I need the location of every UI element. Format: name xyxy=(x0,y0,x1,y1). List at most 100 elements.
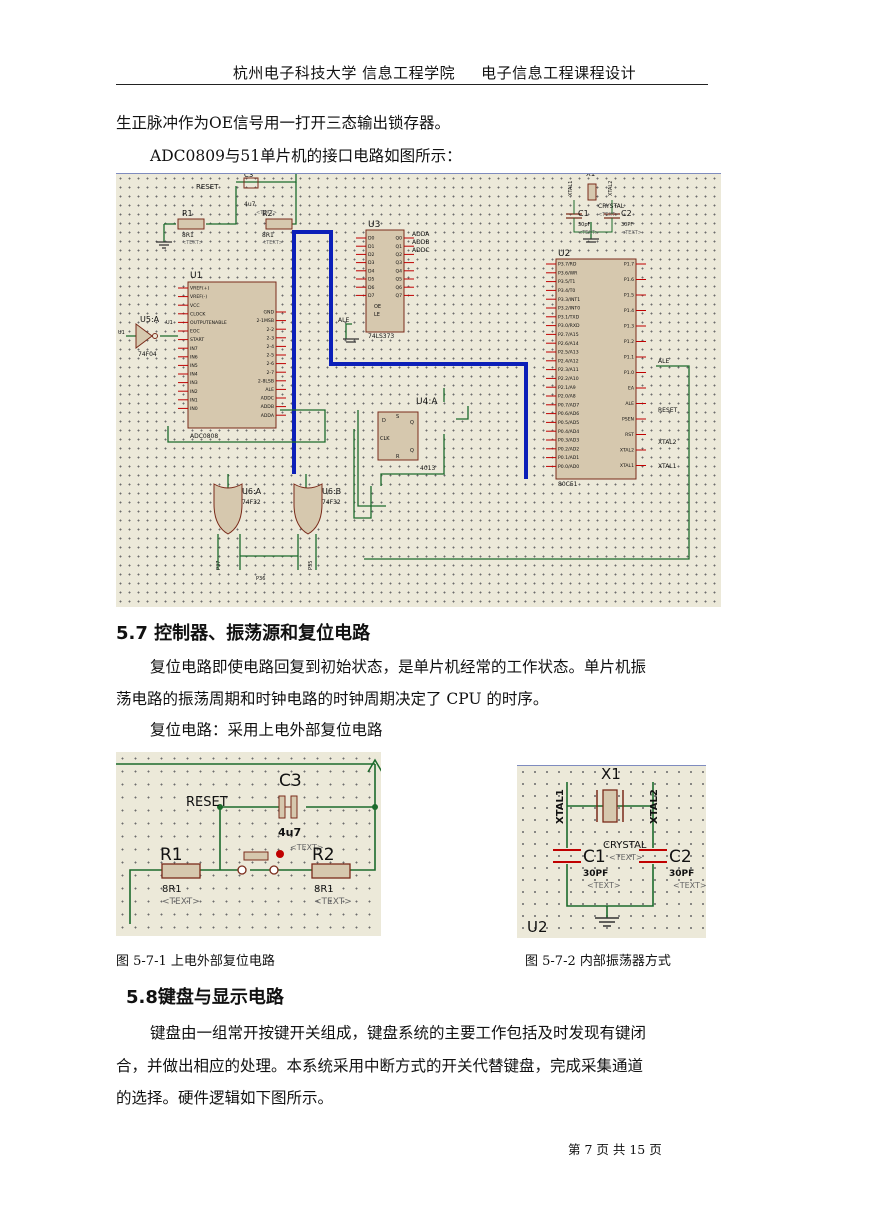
c2-small-value: 30PF xyxy=(621,222,633,228)
u4-pin-r: R xyxy=(396,454,400,460)
u4-part: 4013 xyxy=(420,465,435,472)
u2-ale-net: ALE xyxy=(658,358,669,365)
u6b-ref: U6:B xyxy=(322,487,341,496)
u1-left-pin-7: IN7 xyxy=(190,346,198,352)
section-5-8-title: 5.8键盘与显示电路 xyxy=(126,987,284,1008)
u2-left-pin-13: P2.2/A10 xyxy=(558,376,579,382)
u1-left-pin-0: VREF(+) xyxy=(190,286,210,292)
c3-label: C3 xyxy=(279,771,302,791)
r2-small-value: 8R1 xyxy=(262,232,274,239)
text-tag-r2-small: <TEXT> xyxy=(262,240,283,246)
header-school: 杭州电子科技大学 信息工程学院 xyxy=(232,64,456,82)
u4-pin-clk: CLK xyxy=(380,436,390,442)
header-rule xyxy=(116,84,708,85)
c3-small-label: C3 xyxy=(244,174,253,179)
net-p36: P36 xyxy=(256,576,265,582)
crystal-small xyxy=(587,183,597,201)
u2-right-pin-6: P1.1 xyxy=(624,355,634,361)
chip-u4 xyxy=(377,411,419,461)
or-gate-u6a xyxy=(213,483,243,535)
c3-value: 4u7 xyxy=(278,826,301,839)
c1-small-value: 30pF xyxy=(578,222,591,228)
u2-left-pin-16: P0.7/AD7 xyxy=(558,402,579,408)
u3-in-pin-4: D4 xyxy=(368,268,375,274)
u1-right-pin-11: ADDB xyxy=(261,404,274,410)
paragraph-intro: ADC0809与51单片机的接口电路如图所示： xyxy=(150,147,462,165)
u1-right-pin-12: ADDA xyxy=(261,413,275,419)
u3-in-pin-3: D3 xyxy=(368,260,375,266)
u3-out-pin-7: Q7 xyxy=(395,293,402,299)
reset-small-label: RESET xyxy=(196,183,219,191)
crystal-small-label: CRYSTAL xyxy=(598,203,625,210)
u1-left-pin-6: START xyxy=(190,337,204,343)
u1-right-pin-4: 2-4 xyxy=(266,344,274,350)
u2-right-pin-2: P1.5 xyxy=(624,293,634,299)
u2-left-pin-21: P0.2/AD2 xyxy=(558,446,579,452)
page-header: 杭州电子科技大学 信息工程学院电子信息工程课程设计 xyxy=(0,62,869,83)
crystal-x1 xyxy=(602,789,618,823)
u2-right-pin-12: XTAL2 xyxy=(620,448,634,454)
oscillator-figure: X1 XTAL1 XTAL2 CRYSTAL <TEXT> C1 C2 30PF… xyxy=(517,765,706,938)
u2-right-pin-11: RST xyxy=(625,432,634,438)
u1-right-pin-9: ALE xyxy=(265,387,274,393)
u2-right-pin-7: P1.0 xyxy=(624,370,634,376)
crystal-text-tag: <TEXT> xyxy=(609,853,643,862)
u3-out-pin-6: Q6 xyxy=(395,285,402,291)
u2-left-pin-0: P3.7/RD xyxy=(558,262,577,268)
page-number: 第 7 页 共 15 页 xyxy=(568,1142,662,1157)
u3-ale-net: ALE xyxy=(338,317,349,324)
resistor-r1 xyxy=(161,863,201,879)
reset-circuit-drawing: RESET C3 4u7 <TEXT> R1 8R1 <TEXT> R2 8R1… xyxy=(116,758,381,924)
u2-label: U2 xyxy=(527,918,548,936)
u1-left-pin-14: IN0 xyxy=(190,406,198,412)
u2-part: 80C51 xyxy=(558,481,578,488)
u2-ref: U2 xyxy=(558,249,570,259)
inverter-u5 xyxy=(135,323,153,349)
text-tag-c1-small: <TEXT> xyxy=(578,230,599,236)
u2-right-pin-1: P1.6 xyxy=(624,277,634,283)
c2-value: 30PF xyxy=(669,869,694,879)
u4-pin-q: Q xyxy=(410,420,414,426)
u1-left-pin-13: IN1 xyxy=(190,397,198,403)
u2-left-pin-7: P3.0/RXD xyxy=(558,323,580,329)
u2-xtal1-net: XTAL1 xyxy=(658,463,677,470)
u3-in-pin-6: D6 xyxy=(368,285,375,291)
u3-out-addc: ADDC xyxy=(412,247,430,254)
c2-label: C2 xyxy=(669,847,692,867)
u2-right-pin-8: EA xyxy=(628,386,635,392)
text-tag-r1-small: <TEXT> xyxy=(182,240,203,246)
u3-ref: U3 xyxy=(368,220,380,230)
capacitor-c1 xyxy=(553,849,581,863)
u2-left-pin-5: P3.2/INT0 xyxy=(558,306,580,312)
u4-pin-d: D xyxy=(382,418,386,424)
r1-text-tag: <TEXT> xyxy=(162,897,200,907)
r2-value: 8R1 xyxy=(314,884,334,895)
reset-button xyxy=(243,851,269,861)
u2-left-pin-19: P0.4/AD4 xyxy=(558,429,579,435)
u1-left-pin-4: OUTPUTENABLE xyxy=(190,320,227,326)
u1-left-pin-1: VREF(-) xyxy=(190,294,207,300)
c1-text-tag: <TEXT> xyxy=(587,881,621,890)
paragraph-5-7-line3: 复位电路：采用上电外部复位电路 xyxy=(150,721,383,739)
c1-small-label: C1 xyxy=(578,209,589,218)
c3-text-tag: <TEXT> xyxy=(290,843,324,852)
interface-schematic: U1 ADC0808 U2 80C51 U3 74LS373 U4:A 4013… xyxy=(116,173,721,607)
u3-in-pin-7: D7 xyxy=(368,293,375,299)
u1-right-pin-1: 2-1MSB xyxy=(256,318,274,324)
net-p37: P37 xyxy=(216,561,222,570)
u3-out-addb: ADDB xyxy=(412,239,429,246)
oscillator-drawing: X1 XTAL1 XTAL2 CRYSTAL <TEXT> C1 C2 30PF… xyxy=(527,766,706,936)
u2-right-pin-3: P1.4 xyxy=(624,308,634,314)
wires xyxy=(126,174,690,570)
u3-in-pin-1: D1 xyxy=(368,244,375,250)
u2-left-pin-10: P2.5/A13 xyxy=(558,350,579,356)
net-p35: P35 xyxy=(308,561,314,570)
r1-value: 8R1 xyxy=(162,884,182,895)
u2-left-pin-9: P2.6/A14 xyxy=(558,341,579,347)
u1-right-pin-10: ADDC xyxy=(261,396,274,402)
u1-right-pin-5: 2-5 xyxy=(266,353,274,359)
net-u1-mid: U1 xyxy=(166,320,173,326)
u1-right-pin-6: 2-6 xyxy=(266,361,274,367)
u3-in-pin-5: D5 xyxy=(368,277,375,283)
x1-small-label: X1 xyxy=(586,174,595,178)
